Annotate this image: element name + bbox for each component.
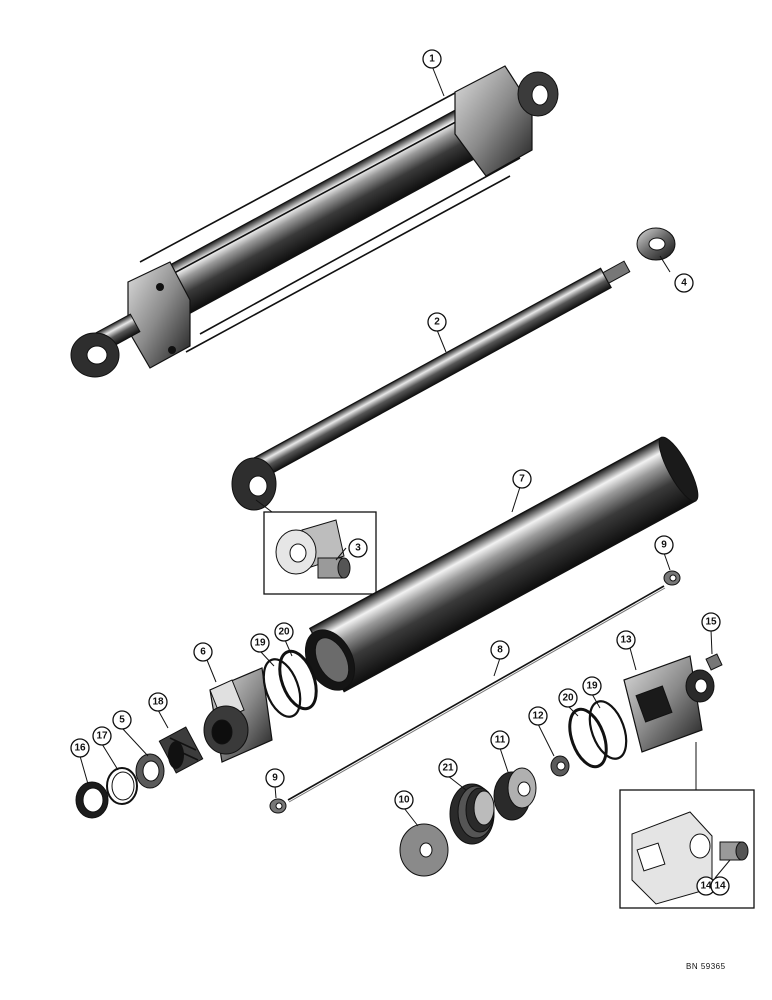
seal-16: [75, 781, 109, 819]
callout-12: 12: [528, 706, 548, 726]
svg-text:3: 3: [355, 543, 361, 554]
svg-text:20: 20: [562, 693, 574, 704]
svg-text:4: 4: [681, 278, 687, 289]
svg-text:13: 13: [620, 635, 632, 646]
svg-text:7: 7: [519, 474, 525, 485]
callout-2: 2: [427, 312, 447, 332]
callout-21: 21: [438, 758, 458, 778]
piston-nut-12: [550, 755, 570, 777]
callout-15: 15: [701, 612, 721, 632]
o-ring-20-front: [278, 649, 318, 711]
svg-text:1: 1: [429, 54, 435, 65]
drawing-id: BN 59365: [686, 962, 726, 971]
assembled-cylinder: [70, 65, 559, 378]
callout-11: 11: [490, 730, 510, 750]
callout-3: 3: [348, 538, 368, 558]
callout-19-front: 19: [250, 633, 270, 653]
rod-washer: [636, 227, 676, 261]
svg-text:21: 21: [442, 763, 454, 774]
o-ring-20-rear: [568, 707, 608, 769]
bushing-inset-rear: [619, 742, 755, 909]
piston-packing-21: [449, 783, 495, 845]
piston-11: [493, 767, 537, 821]
callout-6: 6: [193, 642, 213, 662]
svg-text:9: 9: [661, 540, 667, 551]
svg-text:15: 15: [705, 617, 717, 628]
callout-19-rear: 19: [582, 676, 602, 696]
svg-text:5: 5: [119, 715, 125, 726]
svg-text:11: 11: [495, 735, 506, 746]
svg-text:16: 16: [74, 743, 86, 754]
callout-16: 16: [70, 738, 90, 758]
svg-text:12: 12: [532, 711, 544, 722]
svg-text:14: 14: [700, 881, 712, 892]
svg-text:20: 20: [278, 627, 290, 638]
leader-lines: [79, 65, 731, 879]
callout-1: 1: [422, 49, 442, 69]
svg-text:6: 6: [200, 647, 206, 658]
bushing-inset: [255, 499, 377, 595]
tie-rod-nut-top: [663, 570, 681, 586]
backup-ring-19-rear: [588, 700, 628, 760]
tie-rod-nut-bottom: [269, 798, 287, 814]
callout-8: 8: [490, 640, 510, 660]
callout-20-front: 20: [274, 622, 294, 642]
svg-text:10: 10: [398, 795, 410, 806]
breather-plug-15: [705, 653, 723, 671]
svg-text:19: 19: [586, 681, 598, 692]
ring-17: [106, 767, 138, 805]
svg-text:2: 2: [434, 317, 440, 328]
callout-18: 18: [148, 692, 168, 712]
front-head: [203, 667, 273, 763]
callout-7: 7: [512, 469, 532, 489]
callout-14-right: 14: [710, 876, 730, 896]
backup-ring-19-front: [262, 658, 302, 718]
svg-text:14: 14: [714, 881, 726, 892]
callout-9-bottom: 9: [265, 768, 285, 788]
tie-rod: [287, 585, 666, 803]
piston-rod: [231, 260, 631, 511]
piston-plate-10: [399, 823, 449, 877]
callout-5: 5: [112, 710, 132, 730]
washer-5: [135, 753, 165, 789]
svg-text:19: 19: [254, 638, 266, 649]
cylinder-barrel: [304, 436, 699, 693]
callout-17: 17: [92, 726, 112, 746]
callout-13: 13: [616, 630, 636, 650]
callout-9-top: 9: [654, 535, 674, 555]
svg-text:18: 18: [152, 697, 164, 708]
rear-head: [623, 655, 715, 753]
svg-text:8: 8: [497, 645, 503, 656]
callout-4: 4: [674, 273, 694, 293]
callout-20-rear: 20: [558, 688, 578, 708]
callout-10: 10: [394, 790, 414, 810]
svg-text:17: 17: [96, 731, 108, 742]
svg-text:9: 9: [272, 773, 278, 784]
packing-18: [158, 726, 204, 774]
